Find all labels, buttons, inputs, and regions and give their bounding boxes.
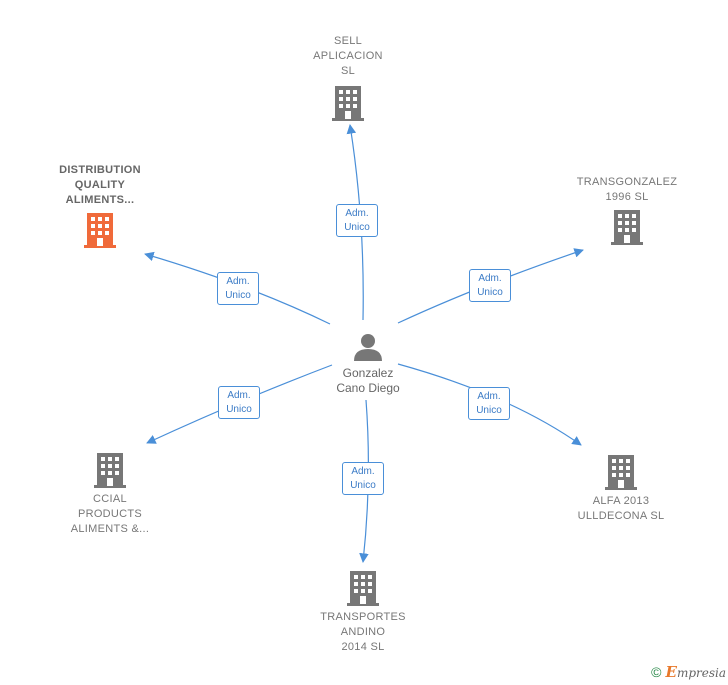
company-node-alfa[interactable]: ALFA 2013 ULLDECONA SL: [566, 454, 676, 524]
relation-label-alfa: Adm. Unico: [468, 387, 510, 420]
relation-type: Unico: [476, 405, 502, 416]
company-name: ALFA 2013 ULLDECONA SL: [577, 495, 665, 522]
relation-type: Unico: [225, 290, 251, 301]
relation-role: Adm.: [227, 390, 251, 401]
relation-label-sell: Adm. Unico: [336, 204, 378, 237]
relation-role: Adm.: [226, 276, 250, 287]
building-icon: [347, 571, 379, 606]
company-node-sell[interactable]: SELL APLICACION SL: [298, 34, 398, 121]
person-icon: [354, 334, 382, 361]
company-node-transportes[interactable]: TRANSPORTES ANDINO 2014 SL: [313, 570, 413, 655]
building-icon: [611, 210, 643, 245]
relation-label-ccial: Adm. Unico: [218, 386, 260, 419]
person-name: Gonzalez Cano Diego: [336, 366, 400, 395]
relation-role: Adm.: [477, 391, 501, 402]
relation-type: Unico: [226, 404, 252, 415]
company-name: SELL APLICACION SL: [313, 35, 383, 77]
relation-label-distribution: Adm. Unico: [217, 272, 259, 305]
relation-label-transgonzalez: Adm. Unico: [469, 269, 511, 302]
footer-brand: ©Empresia: [651, 663, 726, 681]
building-icon: [332, 86, 364, 121]
company-node-transgonzalez[interactable]: TRANSGONZALEZ 1996 SL: [566, 175, 688, 245]
relation-type: Unico: [477, 287, 503, 298]
company-name: DISTRIBUTION QUALITY ALIMENTS...: [59, 164, 141, 206]
relation-role: Adm.: [345, 208, 369, 219]
brand-logo: Empresia: [665, 663, 727, 681]
building-icon: [605, 455, 637, 490]
company-name: CCIAL PRODUCTS ALIMENTS &...: [70, 493, 150, 535]
relation-type: Unico: [350, 480, 376, 491]
building-icon: [94, 453, 126, 488]
building-icon: [84, 213, 116, 248]
company-name: TRANSGONZALEZ 1996 SL: [576, 176, 678, 203]
company-name: TRANSPORTES ANDINO 2014 SL: [320, 611, 406, 653]
person-node[interactable]: Gonzalez Cano Diego: [318, 332, 418, 396]
relation-role: Adm.: [478, 273, 502, 284]
relation-label-transportes: Adm. Unico: [342, 462, 384, 495]
company-node-distribution[interactable]: DISTRIBUTION QUALITY ALIMENTS...: [45, 163, 155, 248]
company-node-ccial[interactable]: CCIAL PRODUCTS ALIMENTS &...: [55, 452, 165, 537]
copyright-icon: ©: [651, 664, 662, 680]
relation-role: Adm.: [351, 466, 375, 477]
relation-type: Unico: [344, 222, 370, 233]
